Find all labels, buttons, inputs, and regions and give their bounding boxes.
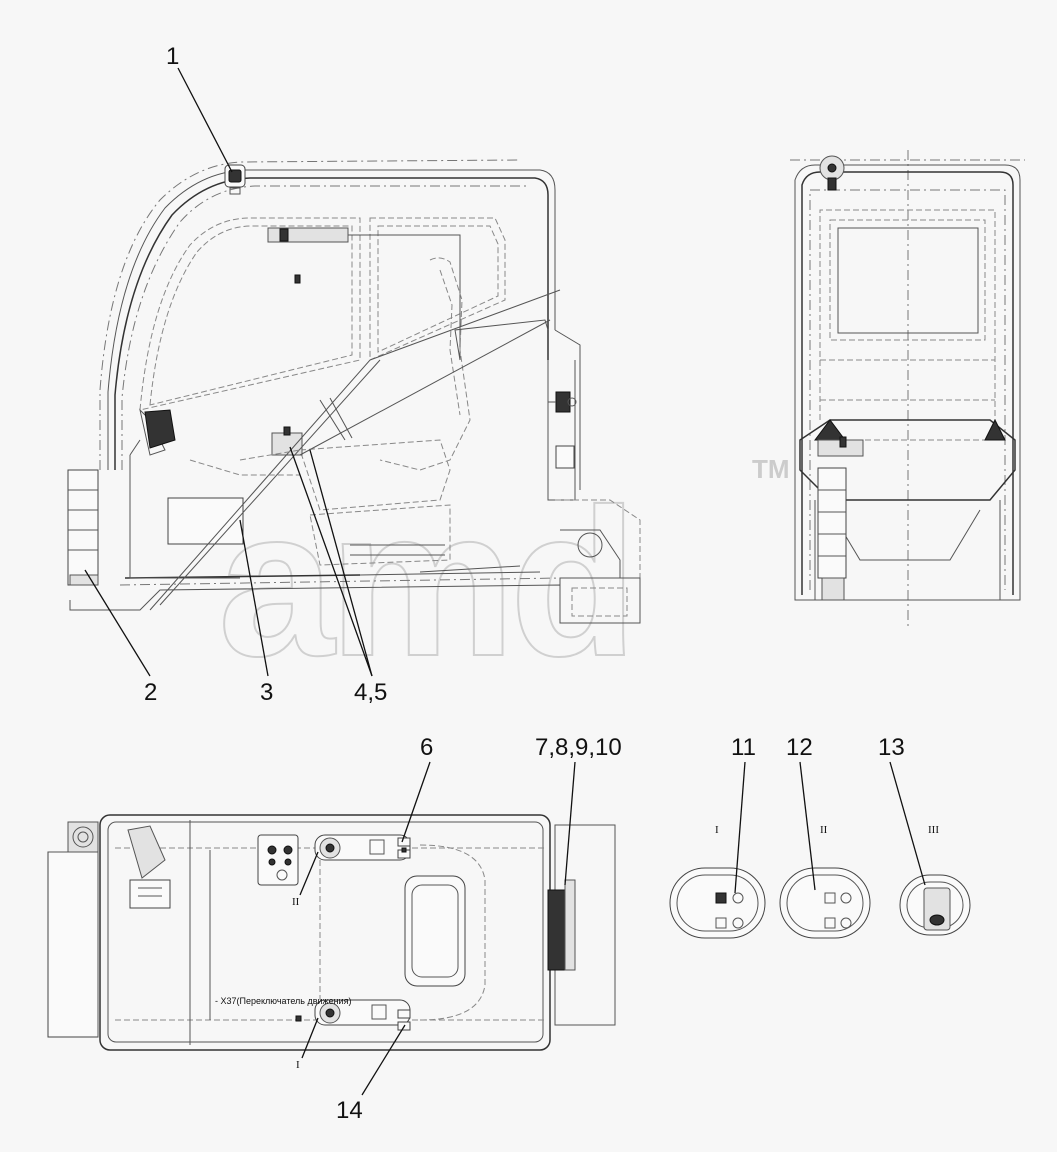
view-label-2: II xyxy=(820,824,828,836)
label-3: 3 xyxy=(260,679,273,706)
label-6: 6 xyxy=(420,734,433,761)
watermark: amd TM xyxy=(217,454,790,701)
view-label-1: I xyxy=(715,824,719,836)
leader-lines xyxy=(84,67,926,1096)
view-label-3: III xyxy=(928,824,939,836)
label-4-5: 4,5 xyxy=(354,679,387,706)
label-12: 12 xyxy=(786,734,813,761)
label-13: 13 xyxy=(878,734,905,761)
cab-top-view xyxy=(47,814,616,1051)
label-14: 14 xyxy=(336,1097,363,1124)
cab-front-view xyxy=(790,150,1025,630)
x37-annotation: - X37(Переключатель движения) xyxy=(215,996,351,1006)
cab-side-view xyxy=(67,159,641,624)
labels: 1 2 3 4,5 6 7,8,9,10 11 12 13 14 I II II… xyxy=(144,43,939,1124)
watermark-tm: TM xyxy=(752,454,790,484)
view-mark-1: I xyxy=(296,1059,300,1071)
detail-view-1 xyxy=(669,867,766,939)
label-11: 11 xyxy=(731,734,756,761)
label-1: 1 xyxy=(166,43,179,70)
label-2: 2 xyxy=(144,679,157,706)
view-mark-2: II xyxy=(292,896,300,908)
detail-view-2 xyxy=(779,867,871,939)
label-7-8-9-10: 7,8,9,10 xyxy=(535,734,622,761)
detail-view-3 xyxy=(899,874,971,936)
